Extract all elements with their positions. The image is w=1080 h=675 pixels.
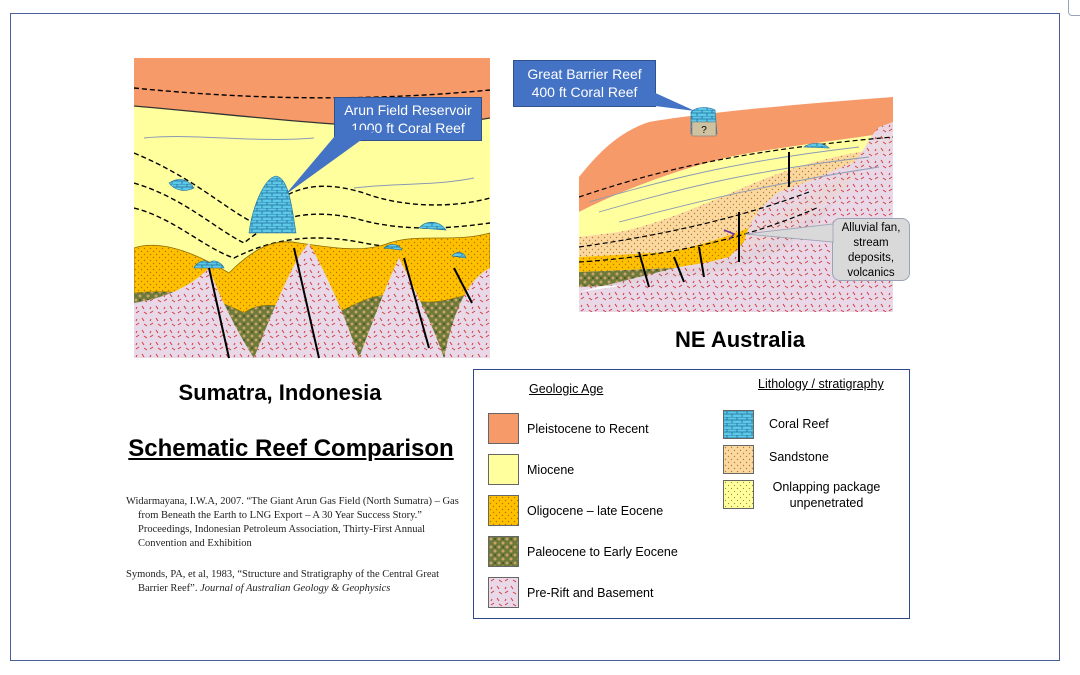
swatch-basement [488, 577, 519, 608]
swatch-pleistocene [488, 413, 519, 444]
swatch-sandstone [723, 445, 754, 474]
arun-callout-pointer [285, 130, 375, 195]
label-pleistocene: Pleistocene to Recent [527, 422, 649, 436]
swatch-paleocene-pattern [489, 537, 518, 566]
miocene-layer [579, 132, 893, 237]
reference-2: Symonds, PA, et al, 1983, “Structure and… [126, 568, 468, 596]
label-coral-reef: Coral Reef [769, 417, 829, 431]
swatch-sandstone-pattern [724, 446, 753, 473]
pleistocene-layer [579, 97, 893, 212]
fan-callout-line1: Alluvial fan, [841, 222, 901, 234]
arun-callout-line1: Arun Field Reservoir [344, 102, 472, 118]
alluvial-fan-callout: Alluvial fan, stream deposits, volcanics [832, 218, 910, 281]
swatch-miocene [488, 454, 519, 485]
label-oligocene: Oligocene – late Eocene [527, 504, 664, 518]
label-paleocene: Paleocene to Early Eocene [527, 545, 678, 559]
arun-reef [248, 175, 297, 234]
gbr-callout-line1: Great Barrier Reef [527, 66, 642, 82]
ne-australia-title: NE Australia [674, 327, 805, 352]
label-miocene: Miocene [527, 463, 575, 477]
gbr-callout-pointer [640, 86, 695, 111]
sumatra-cross-section [134, 58, 490, 359]
fan-callout-line4: volcanics [847, 267, 895, 279]
gbr-callout-line2: 400 ft Coral Reef [531, 84, 638, 100]
swatch-oligocene [488, 495, 519, 526]
swatch-paleocene [488, 536, 519, 567]
arun-callout-line2: 1000 ft Coral Reef [351, 120, 465, 136]
fan-callout-pointer [745, 223, 834, 243]
swatch-onlapping-pattern [724, 481, 753, 508]
reef-question-mark: ? [701, 125, 707, 136]
swatch-oligocene-pattern [489, 496, 518, 525]
sumatra-title: Sumatra, Indonesia [178, 380, 382, 405]
arun-callout: Arun Field Reservoir 1000 ft Coral Reef [334, 97, 482, 141]
australia-cross-section: ? [579, 97, 893, 312]
legend-heading-age: Geologic Age [529, 382, 604, 396]
gbr-callout: Great Barrier Reef 400 ft Coral Reef [513, 60, 656, 107]
sandstone-layer [579, 147, 893, 257]
reference-2-journal: Journal of Australian Geology & Geophysi… [200, 583, 391, 594]
swatch-onlapping [723, 480, 754, 509]
swatch-basement-pattern [489, 578, 518, 607]
reference-1: Widarmayana, I.W.A, 2007. “The Giant Aru… [126, 496, 459, 549]
swatch-coral-reef [723, 410, 754, 439]
fan-callout-line2: stream [853, 237, 889, 249]
legend-box: Geologic Age Lithology / stratigraphy Pl… [473, 369, 910, 619]
label-onlapping: Onlapping package unpenetrated [772, 480, 881, 510]
label-sandstone: Sandstone [769, 450, 829, 464]
figure-frame [10, 13, 1060, 661]
swatch-coral-reef-pattern [724, 411, 753, 438]
label-basement: Pre-Rift and Basement [527, 586, 654, 600]
reference-2-text: Symonds, PA, et al, 1983, “Structure and… [126, 569, 440, 594]
fan-callout-line3: deposits, [847, 252, 895, 264]
legend-heading-lithology: Lithology / stratigraphy [758, 377, 884, 391]
main-title: Schematic Reef Comparison [128, 435, 454, 462]
corner-widget [1068, 0, 1080, 16]
